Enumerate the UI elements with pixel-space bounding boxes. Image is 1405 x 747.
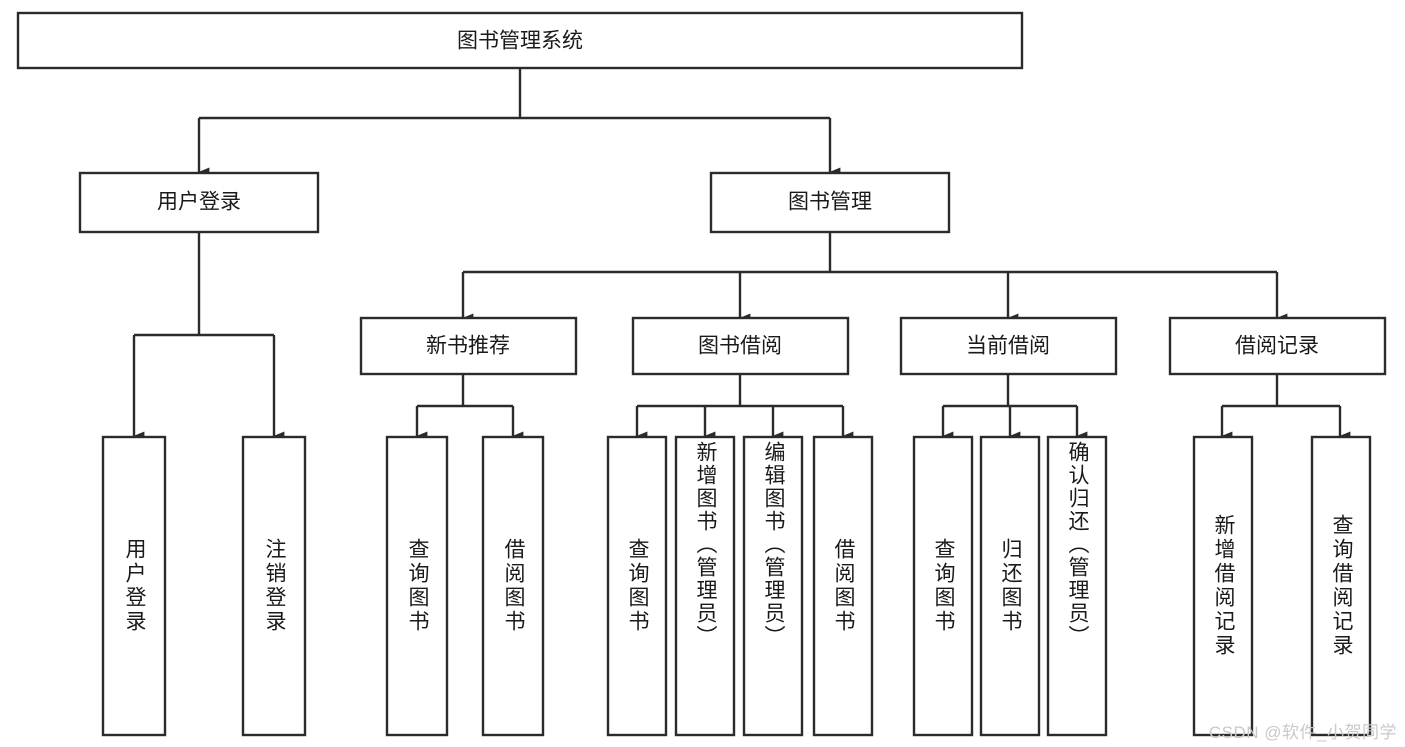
leaf-current-query-book-label-wrap: 查询图书 (932, 538, 955, 634)
leaf-confirm-return-admin-label-wrap: 确认归还（管理员） (1066, 441, 1089, 648)
leaf-add-book-admin[interactable]: 新增图书（管理员） (674, 435, 736, 737)
leaf-new-book-query-label-wrap: 查询图书 (406, 538, 429, 634)
leaf-query-borrow-record-label-wrap: 查询借阅记录 (1330, 514, 1353, 658)
leaf-user-login-label: 用户登录 (123, 538, 146, 634)
node-current-borrow-label: 当前借阅 (966, 335, 1050, 358)
leaf-new-book-borrow-box[interactable] (481, 435, 545, 737)
leaf-borrow-query-book-box[interactable] (606, 435, 668, 737)
leaf-logout-label: 注销登录 (263, 538, 286, 634)
leaf-edit-book-admin-box[interactable] (742, 435, 804, 737)
node-user-login-box[interactable] (78, 171, 320, 234)
leaf-edit-book-admin-label: 编辑图书（管理员） (762, 441, 785, 648)
leaf-current-query-book-box[interactable] (912, 435, 974, 737)
leaf-borrow-query-book-label-wrap: 查询图书 (626, 538, 649, 634)
leaf-add-borrow-record-label-wrap: 新增借阅记录 (1212, 514, 1235, 658)
leaf-current-query-book-label: 查询图书 (932, 538, 955, 634)
leaf-new-book-query-label: 查询图书 (406, 538, 429, 634)
leaf-query-borrow-record-label: 查询借阅记录 (1330, 514, 1353, 658)
node-root-system-box[interactable] (16, 11, 1024, 70)
leaf-confirm-return-admin-box[interactable] (1046, 435, 1108, 737)
leaf-new-book-borrow-label-wrap: 借阅图书 (502, 538, 525, 634)
leaf-user-login-box[interactable] (101, 435, 167, 737)
leaf-borrow-query-book-label: 查询图书 (626, 538, 649, 634)
leaf-new-book-query[interactable]: 查询图书 (385, 435, 449, 737)
node-borrow-record[interactable]: 借阅记录 (1168, 316, 1387, 376)
leaf-logout-box[interactable] (241, 435, 307, 737)
node-root-system[interactable]: 图书管理系统 (16, 11, 1024, 70)
leaf-confirm-return-admin[interactable]: 确认归还（管理员） (1046, 435, 1108, 737)
node-book-management[interactable]: 图书管理 (709, 171, 951, 234)
connector-group (132, 68, 1351, 441)
csdn-watermark: CSDN @软件_小贺同学 (1208, 723, 1397, 742)
leaf-borrow-book[interactable]: 借阅图书 (812, 435, 874, 737)
leaf-current-query-book[interactable]: 查询图书 (912, 435, 974, 737)
leaf-add-borrow-record-box[interactable] (1192, 435, 1254, 737)
node-user-login[interactable]: 用户登录 (78, 171, 320, 234)
node-book-management-box[interactable] (709, 171, 951, 234)
leaf-add-borrow-record[interactable]: 新增借阅记录 (1192, 435, 1254, 737)
node-book-borrow-box[interactable] (631, 316, 850, 376)
leaf-confirm-return-admin-label: 确认归还（管理员） (1066, 441, 1089, 648)
leaf-return-book-label-wrap: 归还图书 (999, 538, 1022, 634)
leaf-add-borrow-record-label: 新增借阅记录 (1212, 514, 1235, 658)
node-current-borrow[interactable]: 当前借阅 (899, 316, 1118, 376)
leaf-new-book-borrow[interactable]: 借阅图书 (481, 435, 545, 737)
leaf-borrow-book-label: 借阅图书 (832, 538, 855, 634)
leaf-new-book-borrow-label: 借阅图书 (502, 538, 525, 634)
node-borrow-record-box[interactable] (1168, 316, 1387, 376)
leaf-add-book-admin-label: 新增图书（管理员） (694, 441, 717, 648)
node-book-borrow-label: 图书借阅 (698, 335, 782, 358)
leaf-edit-book-admin-label-wrap: 编辑图书（管理员） (762, 441, 785, 648)
node-book-borrow[interactable]: 图书借阅 (631, 316, 850, 376)
node-borrow-record-label: 借阅记录 (1235, 335, 1319, 358)
node-new-book-recommend-label: 新书推荐 (426, 335, 510, 358)
leaf-user-login[interactable]: 用户登录 (101, 435, 167, 737)
leaf-edit-book-admin[interactable]: 编辑图书（管理员） (742, 435, 804, 737)
leaf-query-borrow-record[interactable]: 查询借阅记录 (1310, 435, 1372, 737)
node-new-book-recommend-box[interactable] (359, 316, 578, 376)
leaf-borrow-query-book[interactable]: 查询图书 (606, 435, 668, 737)
node-user-login-label: 用户登录 (157, 191, 241, 214)
node-current-borrow-box[interactable] (899, 316, 1118, 376)
leaf-logout-label-wrap: 注销登录 (263, 538, 286, 634)
node-book-management-label: 图书管理 (788, 191, 872, 214)
node-root-system-label: 图书管理系统 (457, 30, 583, 53)
leaf-logout[interactable]: 注销登录 (241, 435, 307, 737)
leaf-borrow-book-label-wrap: 借阅图书 (832, 538, 855, 634)
leaf-return-book-box[interactable] (979, 435, 1041, 737)
leaf-add-book-admin-box[interactable] (674, 435, 736, 737)
leaf-return-book-label: 归还图书 (999, 538, 1022, 634)
leaf-return-book[interactable]: 归还图书 (979, 435, 1041, 737)
leaf-query-borrow-record-box[interactable] (1310, 435, 1372, 737)
leaf-borrow-book-box[interactable] (812, 435, 874, 737)
leaf-add-book-admin-label-wrap: 新增图书（管理员） (694, 441, 717, 648)
leaf-new-book-query-box[interactable] (385, 435, 449, 737)
leaf-user-login-label-wrap: 用户登录 (123, 538, 146, 634)
node-new-book-recommend[interactable]: 新书推荐 (359, 316, 578, 376)
